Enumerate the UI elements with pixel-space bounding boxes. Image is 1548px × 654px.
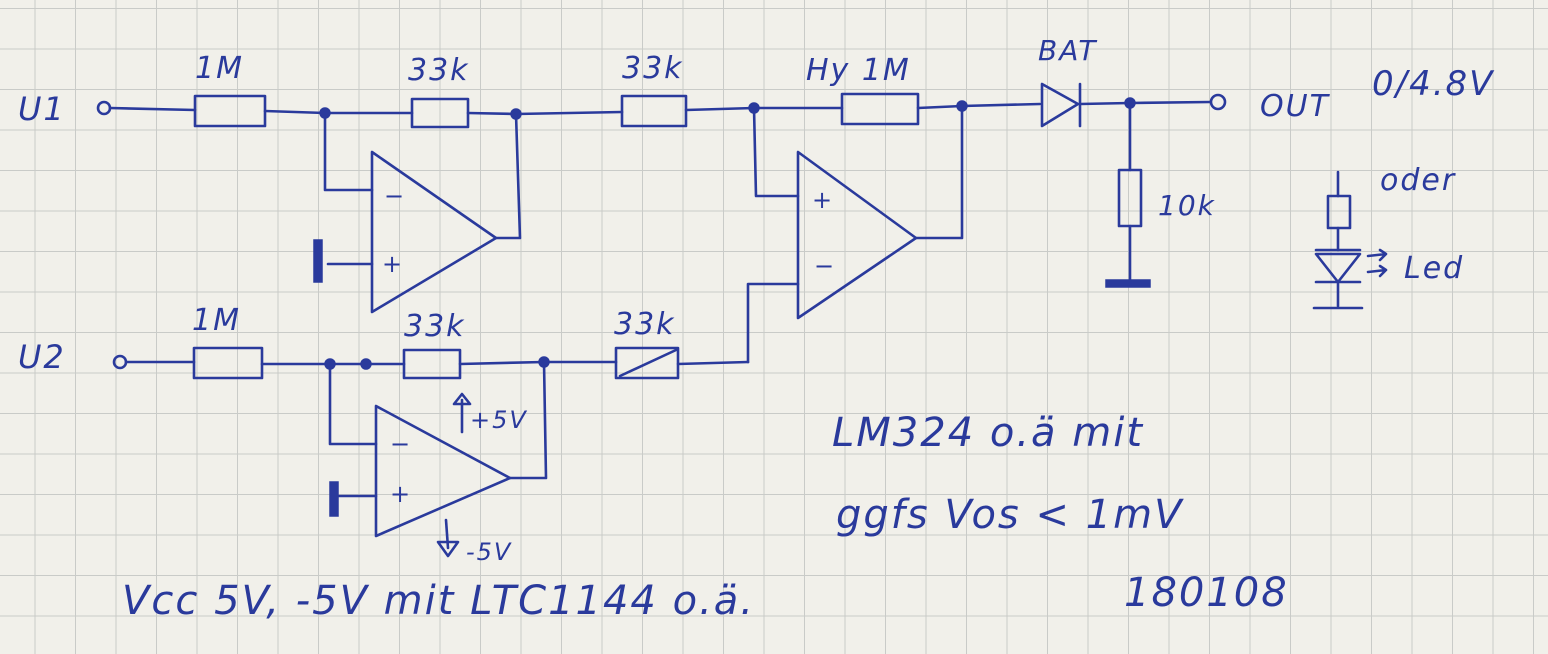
u2-input-terminal xyxy=(112,354,128,370)
note-date: 180108 xyxy=(1124,570,1289,616)
opamp-1 xyxy=(370,150,498,314)
led-label: Led xyxy=(1404,251,1464,286)
opamp-pin-plus: + xyxy=(812,186,834,214)
opamp-pin-plus: + xyxy=(382,250,404,278)
diode-bat xyxy=(1040,82,1082,128)
opamp-pin-minus: − xyxy=(390,430,412,458)
resistor-label: 33k xyxy=(614,307,676,342)
resistor-1m-bottom xyxy=(192,346,264,380)
resistor-label: 33k xyxy=(408,53,470,88)
note-opamp-line1: LM324 o.ä mit xyxy=(832,410,1144,456)
output-terminal xyxy=(1209,93,1227,111)
opamp-pin-minus: − xyxy=(814,252,836,280)
u2-label: U2 xyxy=(18,338,66,376)
resistor-label: 33k xyxy=(622,51,684,86)
resistor-33k-inv1 xyxy=(410,97,470,129)
resistor-label: 1M xyxy=(195,51,244,86)
output-level: 0/4.8V xyxy=(1372,64,1495,104)
ground-symbol xyxy=(313,239,323,283)
led-alternative xyxy=(1312,170,1388,310)
note-opamp-line2: ggfs Vos < 1mV xyxy=(836,492,1184,538)
resistor-33k-sum2 xyxy=(614,346,680,380)
resistor-hyst-1m xyxy=(840,92,920,126)
opamp-2 xyxy=(374,404,512,538)
oder-label: oder xyxy=(1380,163,1456,198)
resistor-33k-sum1 xyxy=(620,94,688,128)
note-vcc: Vcc 5V, -5V mit LTC1144 o.ä. xyxy=(122,578,755,624)
u1-input-terminal xyxy=(96,100,112,116)
resistor-10k-load xyxy=(1117,168,1143,228)
output-label: OUT xyxy=(1260,89,1331,124)
resistor-label: 1M xyxy=(192,303,241,338)
wire xyxy=(108,106,197,112)
resistor-33k-inv2 xyxy=(402,348,462,380)
opamp-pin-plus: + xyxy=(390,480,412,508)
supply-pos-label: +5V xyxy=(470,406,528,434)
resistor-label: 33k xyxy=(404,309,466,344)
supply-neg-label: -5V xyxy=(466,538,512,566)
ground-symbol xyxy=(1105,279,1151,288)
resistor-label: 10k xyxy=(1158,189,1216,222)
ground-symbol xyxy=(329,481,339,517)
opamp-3 xyxy=(796,150,918,320)
diode-label: BAT xyxy=(1038,34,1097,67)
resistor-1m-top xyxy=(193,94,267,128)
resistor-label: Hy 1M xyxy=(806,53,911,88)
opamp-pin-minus: − xyxy=(384,182,406,210)
u1-label: U1 xyxy=(18,90,66,128)
